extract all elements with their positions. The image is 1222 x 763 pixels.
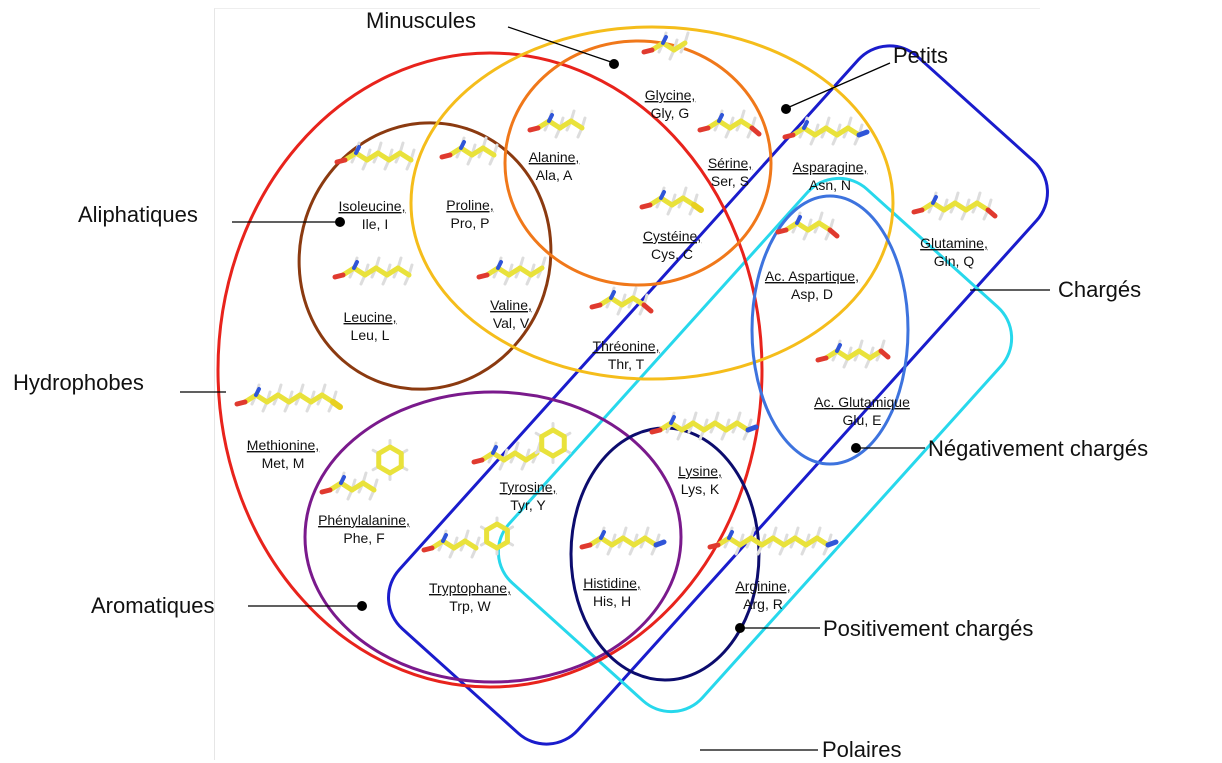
region-aromatiques [303,390,683,684]
aa-met-name: Methionine, [247,437,319,453]
region-charges [496,176,1014,714]
aa-tyr-name: Tyrosine, [500,479,557,495]
region-hydrophobes [216,51,764,689]
aa-glu-code: Glu, E [843,412,882,428]
dot-minuscules [609,59,619,69]
aa-glu-name: Ac. Glutamique [814,394,910,410]
molecule-tyr-ring [534,422,572,464]
aa-asn-code: Asn, N [809,177,851,193]
aa-val-code: Val, V [493,315,530,331]
molecule-ser [697,109,762,139]
aa-arg-code: Arg, R [743,596,783,612]
aa-trp-code: Trp, W [449,598,491,614]
aa-ala-name: Alanine, [529,149,580,165]
aa-phe-name: Phénylalanine, [318,512,410,528]
molecule-gln [911,191,998,221]
aa-gln-code: Gln, Q [934,253,975,269]
dot-aliphatiques [335,217,345,227]
diagram-frame [214,8,1040,760]
aa-lys-code: Lys, K [681,481,720,497]
aa-trp-name: Tryptophane, [429,580,511,596]
molecule-met [234,383,343,413]
aa-thr-name: Thréonine, [593,338,660,354]
region-negativement [750,194,910,466]
aa-leu-name: Leucine, [344,309,397,325]
region-minuscules [503,39,773,287]
aa-his-name: Histidine, [583,575,641,591]
leader-minuscules [507,26,615,64]
aa-cys-code: Cys, C [651,246,693,262]
aa-pro-code: Pro, P [451,215,490,231]
aa-gly-name: Glycine, [645,87,696,103]
aa-leu-code: Leu, L [351,327,390,343]
aa-ser-code: Ser, S [711,173,749,189]
aa-phe-code: Phe, F [343,530,384,546]
aa-gln-name: Glutamine, [920,235,988,251]
molecule-lys [649,411,759,441]
molecule-asp [775,211,840,241]
aa-lys-name: Lysine, [678,463,722,479]
molecule-tyr [471,441,542,471]
molecule-phe [319,471,379,501]
aa-asn-name: Asparagine, [793,159,868,175]
leader-petits [786,62,891,109]
molecule-val [476,256,547,286]
region-petits [409,25,895,381]
region-outlines [216,25,1049,746]
dot-negativement [851,443,861,453]
aa-ile-code: Ile, I [362,216,388,232]
label-hydrophobes: Hydrophobes [13,370,144,395]
aa-asp-code: Asp, D [791,286,833,302]
region-positivement [569,426,761,682]
label-charges: Chargés [1058,277,1141,302]
molecule-leu [332,256,414,286]
label-aromatiques: Aromatiques [91,593,215,618]
aa-met-code: Met, M [262,455,305,471]
region-aliphatiques [297,121,553,391]
molecule-ile [334,141,416,171]
aa-cys-name: Cystéine, [643,228,701,244]
region-polaires [387,44,1049,746]
aa-arg-name: Arginine, [735,578,790,594]
label-aliphatiques: Aliphatiques [78,202,198,227]
category-callouts: Minuscules Petits Aliphatiques Hydrophob… [13,8,1148,762]
molecule-his [579,526,667,556]
label-negativement: Négativement chargés [928,436,1148,461]
dot-petits [781,104,791,114]
molecule-phe-ring [371,439,409,481]
molecule-thr [589,286,654,316]
dot-aromatiques [357,601,367,611]
molecule-cys [639,186,704,216]
label-minuscules: Minuscules [366,8,476,33]
molecule-ala [527,109,587,139]
aa-his-code: His, H [593,593,631,609]
molecule-gly [641,31,690,61]
molecule-pro [439,136,499,166]
aa-tyr-code: Tyr, Y [510,497,546,513]
amino-acid-labels: Glycine, Gly, G Alanine, Ala, A Sérine, … [247,87,988,614]
molecule-arg [707,526,839,556]
aa-ser-name: Sérine, [708,155,752,171]
label-polaires: Polaires [822,737,901,762]
aa-asp-name: Ac. Aspartique, [765,268,859,284]
aa-ala-code: Ala, A [536,167,573,183]
dot-positivement [735,623,745,633]
molecule-trp-ring [479,516,515,556]
aa-gly-code: Gly, G [651,105,690,121]
aa-thr-code: Thr, T [608,356,645,372]
molecule-trp [421,529,481,559]
molecule-glu [815,339,891,369]
aa-ile-name: Isoleucine, [339,198,406,214]
label-positivement: Positivement chargés [823,616,1033,641]
label-petits: Petits [893,43,948,68]
aa-pro-name: Proline, [446,197,493,213]
molecule-models [234,31,998,559]
aa-val-name: Valine, [490,297,532,313]
molecule-asn [782,116,870,146]
